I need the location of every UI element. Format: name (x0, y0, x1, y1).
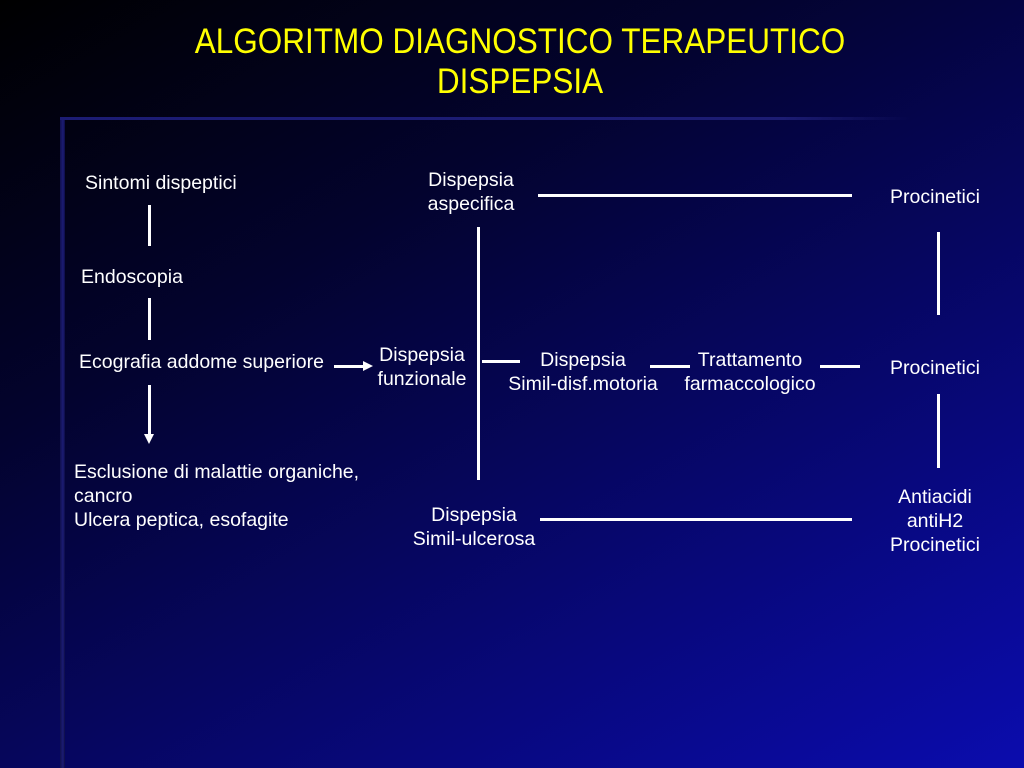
connector-trattamento-procinetici (820, 365, 860, 368)
arrow-down-head (144, 434, 154, 444)
node-terapia-bottom: Antiacidi antiH2 Procinetici (855, 485, 1015, 557)
node-esclusione-line-2: cancro (74, 485, 133, 507)
node-motoria-line-2: Simil-disf.motoria (508, 373, 658, 395)
node-ulcerosa-line-1: Dispepsia (431, 504, 517, 526)
node-dispepsia-aspecifica: Dispepsia aspecifica (371, 168, 571, 216)
connector-procinetici-top-mid (937, 232, 940, 315)
connector-ulcerosa-terapia (540, 518, 852, 521)
node-esclusione: Esclusione di malattie organiche, cancro… (74, 460, 359, 532)
frame-top-rule (60, 117, 910, 120)
connector-endoscopia-ecografia (148, 298, 151, 340)
node-terapia-line-2: antiH2 (906, 510, 964, 532)
node-esclusione-line-1: Esclusione di malattie organiche, (74, 461, 360, 483)
node-ecografia: Ecografia addome superiore (79, 351, 324, 373)
title-line-1: ALGORITMO DIAGNOSTICO TERAPEUTICO (194, 22, 846, 61)
node-terapia-line-3: Procinetici (890, 534, 980, 556)
node-motoria-line-1: Dispepsia (540, 349, 626, 371)
node-aspecifica-line-1: Dispepsia (428, 169, 514, 191)
node-procinetici-top: Procinetici (890, 186, 980, 208)
node-funzionale-line-2: funzionale (377, 368, 467, 390)
arrow-right-shaft (334, 365, 364, 368)
node-dispepsia-simil-ulcerosa: Dispepsia Simil-ulcerosa (384, 503, 564, 551)
arrow-down-shaft (148, 385, 151, 435)
node-ulcerosa-line-2: Simil-ulcerosa (412, 528, 536, 550)
node-dispepsia-funzionale: Dispepsia funzionale (362, 343, 482, 391)
title-line-2: DISPEPSIA (436, 62, 604, 101)
node-esclusione-line-3: Ulcera peptica, esofagite (74, 509, 289, 531)
connector-dispepsia-vertical (477, 227, 480, 480)
node-trattamento-line-2: farmaccologico (684, 373, 816, 395)
frame-left-bar (60, 120, 65, 768)
node-trattamento-line-1: Trattamento (697, 349, 803, 371)
node-dispepsia-simil-disf-motoria: Dispepsia Simil-disf.motoria (493, 348, 673, 396)
node-trattamento-farmacologico: Trattamento farmaccologico (660, 348, 840, 396)
connector-motoria-trattamento (650, 365, 690, 368)
node-procinetici-mid: Procinetici (890, 357, 980, 379)
node-endoscopia: Endoscopia (81, 266, 183, 288)
slide-title: ALGORITMO DIAGNOSTICO TERAPEUTICO DISPEP… (52, 22, 974, 102)
node-aspecifica-line-2: aspecifica (427, 193, 515, 215)
connector-funzionale-motoria (482, 360, 520, 363)
node-sintomi-dispeptici: Sintomi dispeptici (85, 172, 237, 194)
node-funzionale-line-1: Dispepsia (379, 344, 465, 366)
connector-procinetici-mid-bottom (937, 394, 940, 468)
arrow-right-head (363, 361, 373, 371)
node-terapia-line-1: Antiacidi (898, 486, 972, 508)
connector-sintomi-endoscopia (148, 205, 151, 246)
connector-aspecifica-procinetici (538, 194, 852, 197)
